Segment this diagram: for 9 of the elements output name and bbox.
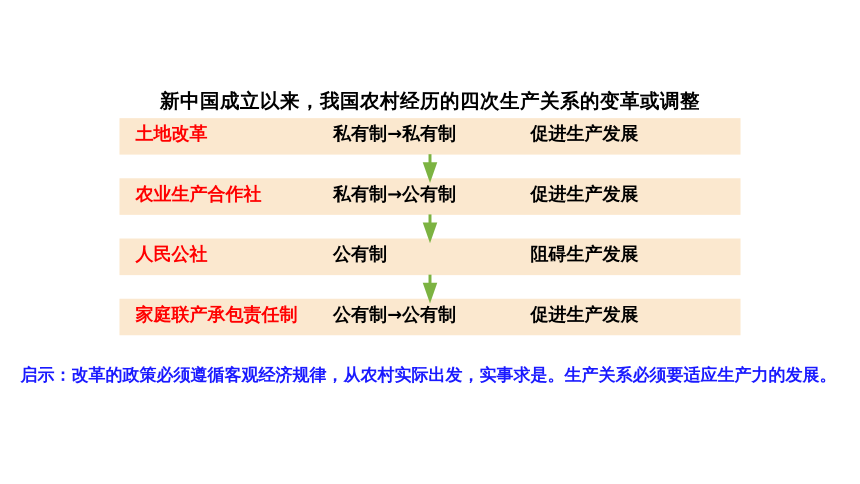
node-box: 家庭联产承包责任制 公有制→公有制 促进生产发展 [119, 298, 741, 336]
arrow [422, 274, 438, 304]
node-box: 土地改革 私有制→私有制 促进生产发展 [119, 118, 741, 155]
arrow [422, 214, 438, 244]
arrow [422, 154, 438, 184]
label: 启示：改革的政策必须遵循客观经济规律，从农村实际出发，实事求是。生产关系必须要适应生产力的发展。 [20, 364, 837, 384]
node-box: 农业生产合作社 私有制→公有制 促进生产发展 [119, 178, 741, 215]
node-box: 人民公社 公有制 阻碍生产发展 [119, 238, 741, 276]
diagram-title: 新中国成立以来，我国农村经历的四次生产关系的变革或调整 [160, 90, 700, 113]
